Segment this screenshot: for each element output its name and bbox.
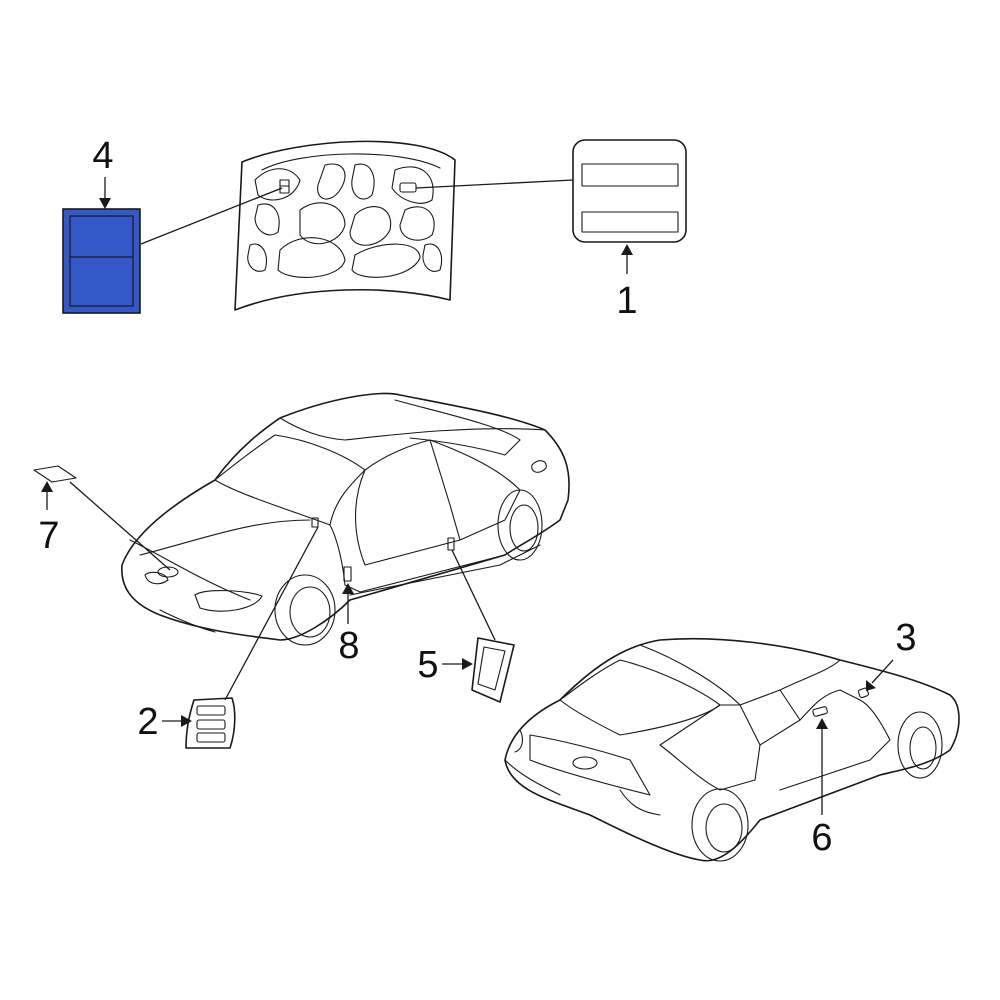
callout-4: 4 (92, 135, 113, 177)
label-part-5[interactable] (471, 637, 515, 703)
hood-illustration (234, 140, 456, 311)
leader-line-7 (69, 481, 171, 571)
callout-2: 2 (137, 701, 158, 743)
leader-line-1 (415, 179, 574, 189)
callout-1: 1 (616, 280, 637, 322)
rear-car-illustration (504, 637, 960, 862)
label-part-1[interactable] (572, 139, 687, 243)
callout-7: 7 (38, 515, 59, 557)
label-part-2[interactable] (185, 697, 236, 749)
arrows (41, 177, 894, 815)
callout-6: 6 (811, 817, 832, 859)
front-car-illustration (121, 392, 570, 646)
label-part-7[interactable] (33, 465, 77, 483)
callout-8: 8 (338, 625, 359, 667)
label-part-4[interactable] (62, 208, 141, 314)
callout-5: 5 (417, 644, 438, 686)
leader-line-5 (451, 549, 496, 641)
leader-line-2 (224, 526, 319, 701)
leader-line-4 (140, 187, 283, 245)
callout-3: 3 (895, 617, 916, 659)
